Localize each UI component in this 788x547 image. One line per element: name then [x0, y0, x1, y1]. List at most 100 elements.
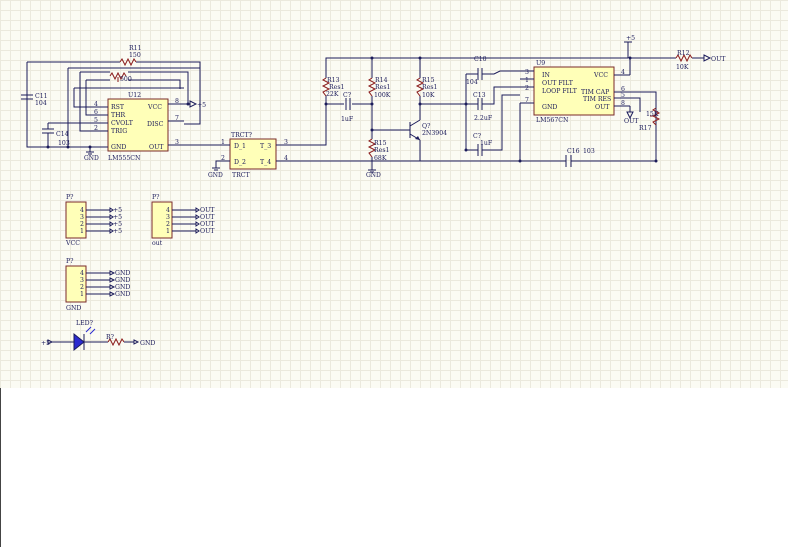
c11-ref: C11: [35, 93, 48, 100]
pll-designator: U9: [536, 60, 545, 67]
header-pin: 4: [80, 207, 84, 214]
c14-ref: C14: [56, 131, 69, 138]
transistor-q[interactable]: Q? 2N3904: [408, 119, 447, 141]
resistor-r11[interactable]: R11 150: [119, 45, 142, 67]
resistor-r12[interactable]: R12 10K: [675, 50, 693, 71]
resistor-r15-bottom[interactable]: R15 Res1 68K: [367, 138, 389, 162]
r15a-ref: R15: [422, 77, 435, 84]
timer-ic-u12[interactable]: RST THR CVOLT TRIG VCC DISC GND OUT U12 …: [94, 92, 184, 162]
c16-value: 103: [583, 148, 595, 155]
capacitor-c16[interactable]: C16 103: [565, 148, 595, 167]
header-name: VCC: [65, 240, 80, 247]
timer-pin-rst: RST: [111, 104, 125, 111]
pll-pin-num: 7: [525, 97, 529, 104]
c-a-value: 1uF: [341, 116, 354, 123]
capacitor-c14[interactable]: C14 103: [42, 123, 70, 147]
r15a-value: Res1: [422, 84, 437, 91]
header-ref: P?: [152, 194, 160, 201]
triac-pin-t3: T_3: [260, 143, 271, 150]
q-part: 2N3904: [422, 130, 447, 137]
vcc-port-timer[interactable]: +5: [189, 100, 206, 109]
timer-pin-thr: THR: [111, 112, 126, 119]
c16-ref: C16: [567, 148, 580, 155]
vcc-label: +5: [41, 340, 50, 347]
gnd-label: GND: [84, 155, 99, 162]
header-pin: 1: [80, 291, 84, 298]
header-pin: 3: [166, 214, 170, 221]
header-pin: 1: [166, 228, 170, 235]
header-net: +5: [113, 214, 122, 221]
potentiometer-500[interactable]: 500: [109, 71, 132, 83]
header-net: GND: [115, 277, 130, 284]
capacitor-c10[interactable]: C10 104: [466, 56, 520, 86]
pll-ic-u9[interactable]: IN OUT FILT LOOP FILT GND VCC TIM CAP TI…: [520, 60, 630, 124]
header-pin: 2: [166, 221, 170, 228]
r15b-value: Res1: [374, 147, 389, 154]
led-circuit[interactable]: +5 GND LED? R?: [41, 320, 155, 352]
vcc-label: +5: [626, 35, 635, 42]
r15a-value2: 10K: [422, 92, 435, 99]
pll-pin-out-filt: OUT FILT: [542, 80, 574, 87]
triac-pin-num: 1: [221, 139, 225, 146]
capacitor-c13[interactable]: C13 2.2uF: [473, 86, 520, 122]
r13-value2: 22K: [326, 91, 339, 98]
pll-wiring: [518, 41, 704, 163]
header-out[interactable]: P? out 4 3 2 1 OUT OUT OUT OUT: [151, 194, 215, 247]
header-pin: 2: [80, 221, 84, 228]
triac-pin-num: 3: [284, 139, 288, 146]
triac-designator: TRCT?: [231, 132, 253, 139]
potentiometer-r17[interactable]: 15K R17: [639, 92, 661, 132]
r14-ref: R14: [375, 77, 388, 84]
header-net: GND: [115, 270, 130, 277]
c11-value: 104: [35, 100, 47, 107]
timer-pin-num: 7: [175, 115, 179, 122]
q-ref: Q?: [422, 123, 431, 130]
timer-pin-gnd: GND: [111, 144, 126, 151]
header-net: GND: [115, 284, 130, 291]
pll-pin-num: 2: [525, 85, 529, 92]
header-net: GND: [115, 291, 130, 298]
r15b-value2: 68K: [374, 155, 387, 162]
timer-pin-num: 4: [94, 101, 98, 108]
mid-wiring: [324, 56, 628, 170]
pll-pin-num: 8: [621, 100, 625, 107]
r17-ref: R17: [639, 125, 652, 132]
triac-pin-t4: T_4: [260, 159, 271, 166]
r-led-ref: R?: [106, 334, 115, 341]
pll-part: LM567CN: [536, 117, 569, 124]
workspace-edge: [0, 388, 1, 547]
pll-pin-num: 4: [621, 69, 625, 76]
c13-ref: C13: [473, 92, 486, 99]
resistor-r14[interactable]: R14 Res1 100K: [367, 77, 391, 99]
timer-part: LM555CN: [108, 155, 141, 162]
timer-pin-num: 8: [175, 98, 179, 105]
pll-pin-num: 3: [525, 69, 529, 76]
pll-pin-gnd: GND: [542, 104, 557, 111]
out-q-label: OUT: [624, 118, 639, 125]
gnd-label: GND: [366, 172, 381, 179]
pot-value: 500: [120, 76, 132, 83]
capacitor-c-1uf-b[interactable]: C? 1uF: [464, 94, 521, 156]
triac-pin-num: 4: [284, 155, 288, 162]
pll-pin-tim-cap: TIM CAP: [581, 89, 609, 96]
header-pin: 2: [80, 284, 84, 291]
c10-value: 104: [466, 79, 478, 86]
header-gnd[interactable]: P? GND 4 3 2 1 GND GND GND GND: [65, 258, 130, 312]
triac-pin-num: 2: [221, 155, 225, 162]
vcc-label: +5: [197, 102, 206, 109]
header-pin: 1: [80, 228, 84, 235]
pll-pin-in: IN: [542, 72, 550, 79]
resistor-r15-top[interactable]: R15 Res1 10K: [415, 77, 437, 99]
header-vcc[interactable]: P? VCC 4 3 2 1 +5 +5 +5 +5: [65, 194, 122, 247]
pll-pin-tim-res: TIM RES: [583, 96, 611, 103]
capacitor-c-1uf-a[interactable]: C? 1uF: [341, 92, 354, 123]
capacitor-c11[interactable]: C11 104: [21, 93, 48, 107]
header-pin: 3: [80, 214, 84, 221]
output-port-out[interactable]: OUT: [703, 54, 726, 63]
resistor-r13[interactable]: R13 Res1 22K: [321, 77, 344, 98]
triac-ic[interactable]: D_1 D_2 T_3 T_4 TRCT? TRCT 1 2 3 4: [221, 132, 288, 179]
header-ref: P?: [66, 194, 74, 201]
c14-value: 103: [58, 140, 70, 147]
c10-ref: C10: [474, 56, 487, 63]
